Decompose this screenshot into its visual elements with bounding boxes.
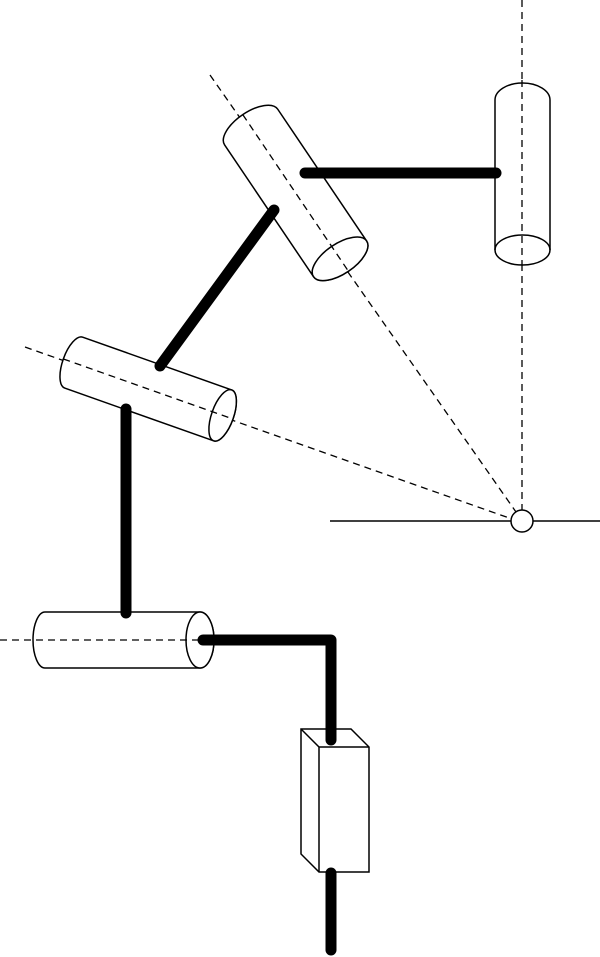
joint-3-cylinder: [59, 336, 238, 442]
link-4: [197, 634, 337, 746]
link-2: [154, 204, 280, 372]
joint-5-prismatic-block: [300, 728, 370, 873]
base-point: [510, 509, 534, 533]
joint-2-cylinder: [222, 104, 369, 282]
joint-1-cylinder: [494, 80, 551, 266]
joint-4-cylinder: [0, 611, 215, 669]
links: [120, 167, 502, 956]
